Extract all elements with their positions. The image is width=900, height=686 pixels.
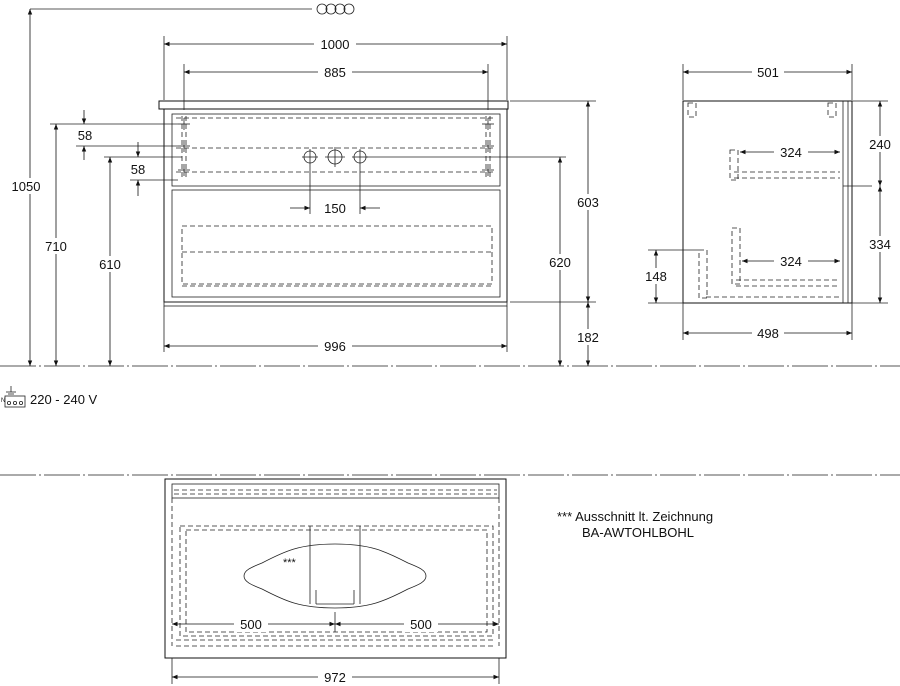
svg-text:N: N <box>1 398 5 404</box>
dimension-label: 620 <box>549 255 571 270</box>
dimension-label: 501 <box>757 65 779 80</box>
note-line-2: BA-AWTOHLBOHL <box>582 525 694 540</box>
dimension-150: 150 <box>290 165 380 216</box>
dimension-620: 620 <box>542 157 578 366</box>
dimension-324-upper: 324 <box>740 144 840 160</box>
dimension-label: 996 <box>324 339 346 354</box>
cutout-marker: *** <box>283 557 297 569</box>
dimension-label: 324 <box>780 254 802 269</box>
dimension-500-left: 500 <box>172 612 336 632</box>
power-socket-icon: N <box>1 386 26 408</box>
mirror-reference-symbol <box>30 3 355 15</box>
side-view <box>682 100 872 304</box>
basin-cutout <box>243 543 427 609</box>
dimension-label: 500 <box>410 617 432 632</box>
dimension-label: 972 <box>324 670 346 685</box>
note-line-1: *** Ausschnitt lt. Zeichnung <box>557 509 713 524</box>
dimension-label: 148 <box>645 269 667 284</box>
dimension-498: 498 <box>682 303 853 341</box>
mounting-marks <box>178 118 494 176</box>
dimension-label: 498 <box>757 326 779 341</box>
dimension-label: 500 <box>240 617 262 632</box>
dimension-label: 240 <box>869 137 891 152</box>
dimension-label: 885 <box>324 65 346 80</box>
dimension-label: 150 <box>324 201 346 216</box>
dimension-1050: 1050 <box>3 9 49 366</box>
dimension-334: 334 <box>864 186 896 303</box>
dimension-996: 996 <box>163 306 508 354</box>
dimension-58-bottom: 58 <box>130 142 178 196</box>
dimension-182: 182 <box>570 302 606 366</box>
dimension-603: 603 <box>510 100 606 303</box>
dimension-label: 1000 <box>321 37 350 52</box>
dimension-label: 58 <box>78 128 92 143</box>
dimension-label: 603 <box>577 195 599 210</box>
dimension-label: 324 <box>780 145 802 160</box>
dimension-610: 610 <box>90 156 182 366</box>
dimension-240: 240 <box>852 100 896 304</box>
dimension-label: 1050 <box>12 179 41 194</box>
dimension-148: 148 <box>640 249 699 304</box>
dimension-710: 710 <box>36 123 178 366</box>
dimension-label: 710 <box>45 239 67 254</box>
dimension-1000: 1000 <box>163 36 508 100</box>
dimension-500-right: 500 <box>335 616 499 632</box>
dimension-label: 610 <box>99 257 121 272</box>
dimension-label: 182 <box>577 330 599 345</box>
dimension-label: 334 <box>869 237 891 252</box>
dimension-972: 972 <box>171 658 500 685</box>
plan-view: *** <box>164 478 507 659</box>
power-label: 220 - 240 V <box>30 392 98 407</box>
front-view <box>158 100 509 307</box>
dimension-58-top: 58 <box>76 110 178 160</box>
dimension-324-lower: 324 <box>742 253 840 269</box>
dimension-label: 58 <box>131 162 145 177</box>
tap-holes <box>302 147 368 167</box>
dimension-501: 501 <box>682 64 853 100</box>
dimension-885: 885 <box>183 64 489 110</box>
